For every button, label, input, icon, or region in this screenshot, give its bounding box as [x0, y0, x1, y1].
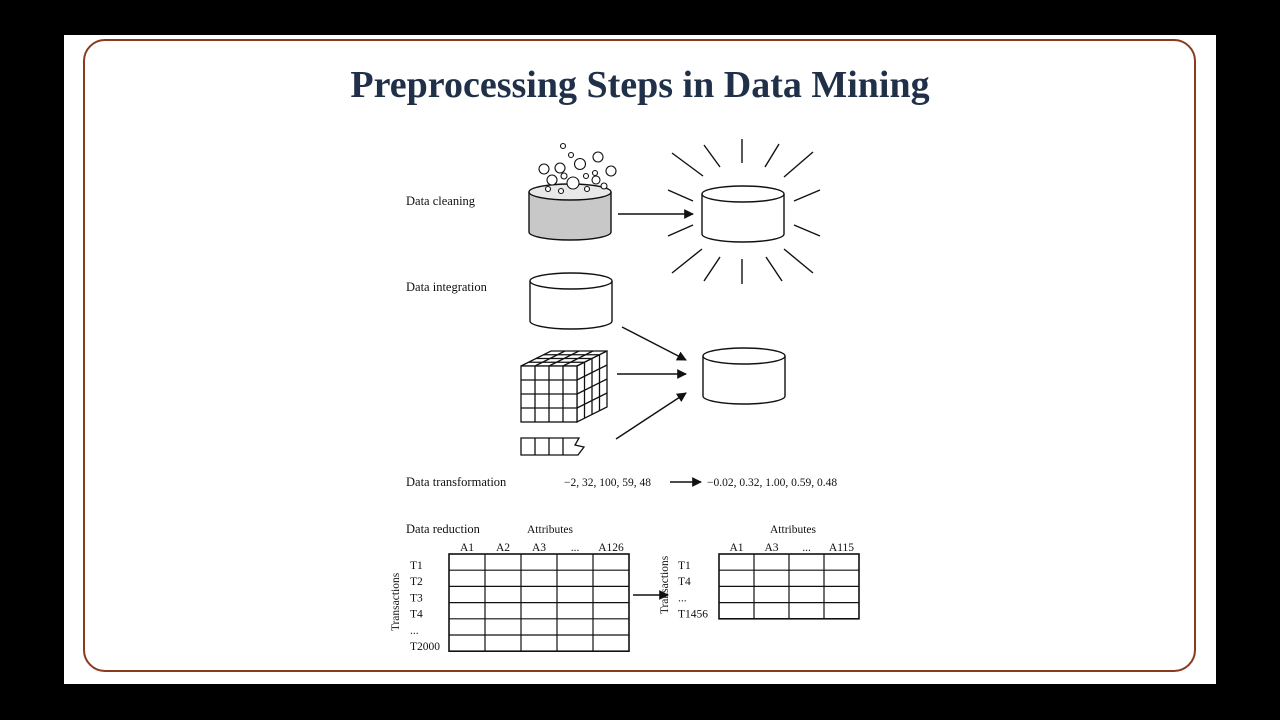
data-cube-icon [520, 349, 608, 424]
column-header: A1 [729, 542, 743, 554]
row-label: T4 [410, 609, 423, 621]
column-header: A126 [598, 542, 624, 554]
transformation-output: −0.02, 0.32, 1.00, 0.59, 0.48 [707, 477, 837, 489]
column-header: A115 [829, 542, 854, 554]
column-header: A2 [496, 542, 510, 554]
column-header: A3 [532, 542, 546, 554]
column-header: A1 [460, 542, 474, 554]
integration-label: Data integration [406, 280, 488, 294]
row-label: ... [410, 625, 419, 637]
row-label: T1456 [678, 609, 708, 621]
clean-data-icon [667, 139, 821, 284]
flat-file-icon [520, 437, 586, 456]
column-header: ... [802, 542, 811, 554]
row-label: ... [678, 592, 687, 604]
database-source-icon [529, 272, 613, 330]
transformation-input: −2, 32, 100, 59, 48 [564, 477, 651, 489]
slide-title: Preprocessing Steps in Data Mining [350, 64, 930, 106]
row-label: T2000 [410, 641, 440, 653]
row-label: T1 [678, 560, 691, 572]
slide: Preprocessing Steps in Data Mining Data … [64, 35, 1216, 684]
reduction-label: Data reduction [406, 522, 481, 536]
cleaning-label: Data cleaning [406, 194, 476, 208]
slide-frame [83, 39, 1196, 672]
column-header: ... [571, 542, 580, 554]
dirty-data-icon [528, 142, 617, 241]
column-header: A3 [764, 542, 778, 554]
left-transactions-label: Transactions [390, 572, 402, 631]
right-transactions-label: Transactions [659, 555, 671, 614]
row-label: T3 [410, 592, 423, 604]
row-label: T4 [678, 576, 691, 588]
integrated-database-icon [702, 347, 786, 405]
transformation-label: Data transformation [406, 475, 507, 489]
integration-arrow-1 [621, 326, 687, 361]
row-label: T2 [410, 576, 423, 588]
row-label: T1 [410, 560, 423, 572]
right-attributes-label: Attributes [770, 524, 817, 536]
integration-arrow-3 [615, 392, 687, 440]
preprocessing-diagram: Data cleaning [390, 139, 860, 653]
left-attributes-label: Attributes [527, 524, 574, 536]
